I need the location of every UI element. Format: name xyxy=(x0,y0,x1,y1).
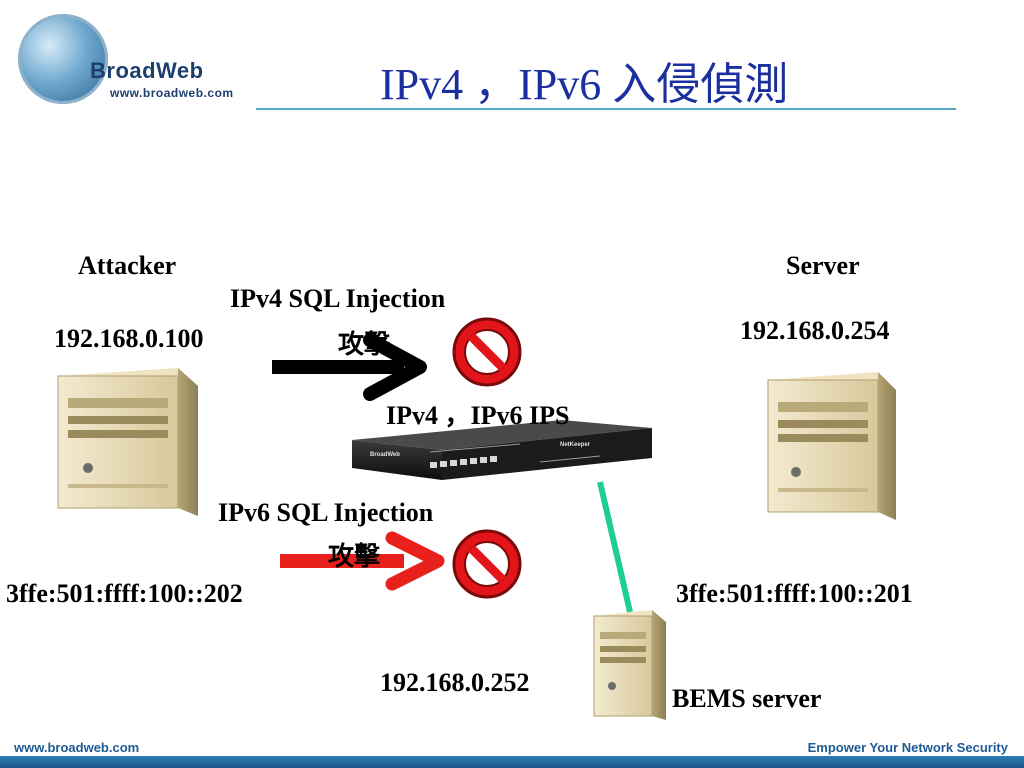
broadweb-logo: BroadWeb www.broadweb.com xyxy=(18,10,258,110)
bems-label: BEMS server xyxy=(672,684,822,713)
ips-label: IPv4 ，IPv6 IPS xyxy=(386,401,570,430)
attacker-server-icon xyxy=(57,368,198,516)
logo-url: www.broadweb.com xyxy=(110,86,234,100)
server-label: Server xyxy=(786,251,860,280)
ips-appliance-icon: BroadWeb NetKeeper xyxy=(352,420,652,480)
footer-url: www.broadweb.com xyxy=(14,740,140,755)
ipv6-attack-sublabel: 攻擊 xyxy=(328,542,381,571)
ipv4-attack-label: IPv4 SQL Injection xyxy=(230,284,446,313)
footer-tagline: Empower Your Network Security xyxy=(807,740,1008,755)
ips-model-text: NetKeeper xyxy=(560,442,591,448)
title-divider xyxy=(256,108,956,110)
attacker-ipv4: 192.168.0.100 xyxy=(54,324,204,353)
footer-bar xyxy=(0,756,1024,768)
ipv6-attack-arrow xyxy=(280,531,445,591)
server-ipv6: 3ffe:501:ffff:100::201 xyxy=(676,579,913,608)
globe-icon xyxy=(18,14,108,104)
target-server-icon xyxy=(767,372,896,520)
bems-ipv4: 192.168.0.252 xyxy=(380,668,530,697)
logo-name: BroadWeb xyxy=(90,58,204,83)
server-ipv4: 192.168.0.254 xyxy=(740,316,890,345)
ips-to-bems-link xyxy=(597,481,633,613)
ipv4-attack-sublabel: 攻擊 xyxy=(338,330,391,359)
attacker-ipv6: 3ffe:501:ffff:100::202 xyxy=(6,579,243,608)
block-sign-icon xyxy=(452,317,522,387)
attacker-label: Attacker xyxy=(78,251,177,280)
ipv4-attack-arrow xyxy=(272,333,427,401)
block-sign-icon xyxy=(452,529,522,599)
ipv6-attack-label: IPv6 SQL Injection xyxy=(218,498,434,527)
bems-server-icon xyxy=(593,610,666,720)
ips-brand-text: BroadWeb xyxy=(370,452,400,458)
slide-title: IPv4 ，IPv6 入侵偵測 xyxy=(380,60,789,109)
